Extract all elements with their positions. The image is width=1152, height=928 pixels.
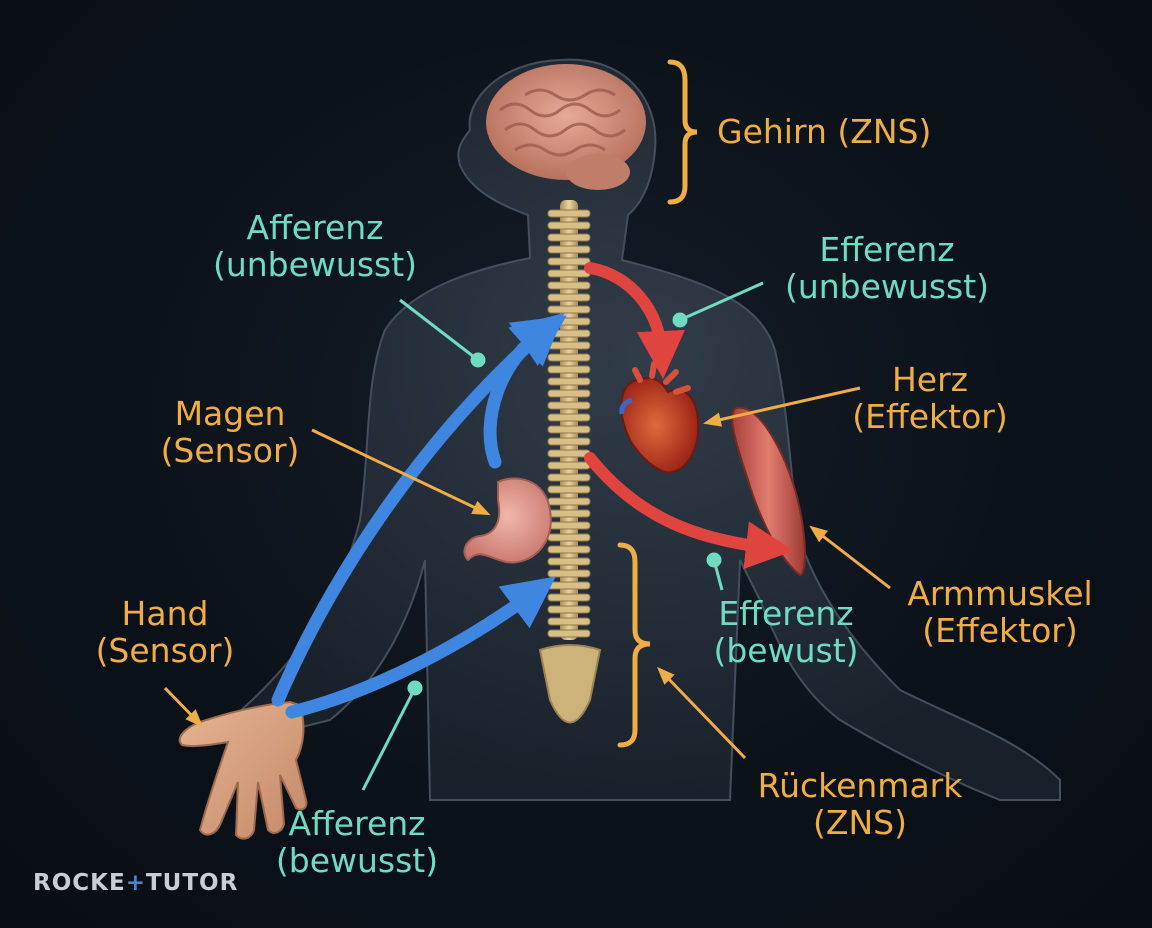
label-afferenz-unbewusst: Afferenz (unbewusst) (212, 208, 418, 284)
vertebra (547, 461, 591, 470)
vertebra (547, 485, 591, 494)
vertebra (547, 269, 591, 278)
vertebra (547, 389, 591, 398)
label-hand: Hand (Sensor) (95, 594, 235, 670)
vertebra (547, 245, 591, 254)
vertebra (547, 257, 591, 266)
afferent-conscious-arrow-upper (271, 312, 565, 707)
brain-bracket (667, 59, 698, 205)
vertebra (547, 569, 591, 578)
vertebra (547, 509, 591, 518)
vertebra (547, 281, 591, 290)
label-herz: Herz (Effektor) (852, 360, 1008, 436)
label-gehirn: Gehirn (ZNS) (717, 112, 932, 151)
label-rueckenmark: Rückenmark (ZNS) (757, 766, 963, 842)
vertebra (547, 605, 591, 614)
hand-icon (178, 700, 308, 840)
vertebra (547, 365, 591, 374)
label-magen: Magen (Sensor) (160, 394, 300, 470)
vertebra (547, 401, 591, 410)
vertebra (547, 221, 591, 230)
vertebra (547, 233, 591, 242)
vertebra (547, 521, 591, 530)
vertebra (547, 437, 591, 446)
brain-icon (486, 64, 646, 190)
label-armmuskel: Armmuskel (Effektor) (907, 574, 1093, 650)
vertebra (547, 473, 591, 482)
vertebra (547, 317, 591, 326)
cyan-pointers (361, 281, 764, 791)
vertebra (547, 425, 591, 434)
vertebra (547, 209, 591, 218)
vertebra (547, 341, 591, 350)
vertebra (547, 413, 591, 422)
vertebra (547, 533, 591, 542)
vertebra (547, 617, 591, 626)
vertebra (547, 353, 591, 362)
stomach-icon (463, 477, 552, 564)
vertebra (547, 629, 591, 638)
efferent-conscious-arrow (584, 452, 794, 570)
efferent-unconscious-arrow (584, 262, 685, 379)
efferent-pathways (584, 262, 794, 570)
vertebra (547, 329, 591, 338)
label-afferenz-bewusst: Afferenz (bewusst) (275, 804, 439, 880)
vertebra (547, 449, 591, 458)
rocket-tutor-logo: ROCKE+TUTOR (33, 870, 239, 896)
vertebra (547, 581, 591, 590)
spinal-cord-icon (538, 200, 602, 724)
label-efferenz-unbewusst: Efferenz (unbewusst) (784, 230, 990, 306)
brackets (617, 59, 698, 748)
label-efferenz-bewusst: Efferenz (bewust) (713, 594, 859, 670)
afferent-pathways (271, 312, 567, 719)
vertebra (547, 557, 591, 566)
vertebra (547, 497, 591, 506)
afferent-conscious-arrow-lower (285, 576, 556, 719)
spinal-bracket (617, 542, 651, 748)
vertebra (547, 293, 591, 302)
vertebra (547, 593, 591, 602)
orange-pointers (163, 386, 891, 760)
vertebra (547, 545, 591, 554)
vertebra (547, 305, 591, 314)
vertebra (547, 377, 591, 386)
